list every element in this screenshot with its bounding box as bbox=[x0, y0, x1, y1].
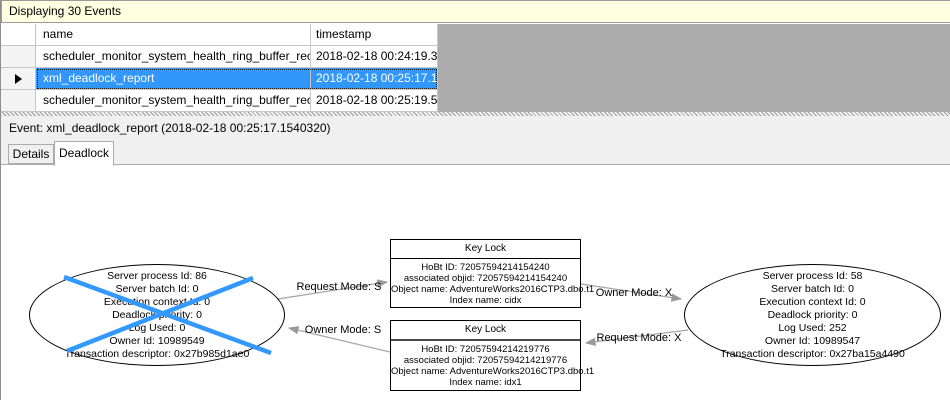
row-selector-cell[interactable] bbox=[1, 90, 36, 112]
resource-node-keylock-cidx[interactable]: Key Lock HoBt ID: 72057594214154240 asso… bbox=[390, 239, 595, 308]
event-timestamp-cell[interactable]: 2018-02-18 00:25:19.5276859 bbox=[311, 90, 438, 112]
process-line: Server batch Id: 0 bbox=[115, 282, 199, 295]
process-line: Transaction descriptor: 0x27b985d1ae0 bbox=[64, 347, 250, 360]
events-count-label: Displaying 30 Events bbox=[9, 4, 122, 18]
process-node[interactable]: Server process Id: 58 Server batch Id: 0… bbox=[684, 264, 941, 366]
process-line: Transaction descriptor: 0x27ba15a4490 bbox=[720, 347, 905, 360]
process-line: Server process Id: 58 bbox=[762, 269, 863, 282]
resource-node-keylock-idx1[interactable]: Key Lock HoBt ID: 72057594214219776 asso… bbox=[390, 320, 595, 391]
process-line: Log Used: 252 bbox=[778, 321, 847, 334]
resource-line: HoBt ID: 72057594214219776 bbox=[421, 344, 550, 355]
table-row[interactable]: scheduler_monitor_system_health_ring_buf… bbox=[1, 90, 950, 112]
process-node-victim[interactable]: Server process Id: 86 Server batch Id: 0… bbox=[29, 264, 285, 366]
events-grid: name timestamp scheduler_monitor_system_… bbox=[1, 24, 950, 112]
process-line: Execution context Id: 0 bbox=[103, 295, 211, 308]
events-count-bar: Displaying 30 Events bbox=[1, 0, 950, 23]
resource-title: Key Lock bbox=[391, 240, 580, 259]
resource-line: HoBt ID: 72057594214154240 bbox=[421, 262, 550, 273]
selected-event-label: Event: xml_deadlock_report (2018-02-18 0… bbox=[9, 121, 331, 135]
resource-line: Object name: AdventureWorks2016CTP3.dbo.… bbox=[391, 366, 595, 377]
column-header-timestamp[interactable]: timestamp bbox=[311, 24, 438, 46]
process-line: Server process Id: 86 bbox=[107, 269, 207, 282]
process-line: Deadlock priority: 0 bbox=[112, 308, 202, 321]
row-selector-cell[interactable] bbox=[1, 46, 36, 68]
row-selector-cell[interactable] bbox=[1, 68, 36, 90]
table-row[interactable]: scheduler_monitor_system_health_ring_buf… bbox=[1, 46, 950, 68]
event-name-cell[interactable]: scheduler_monitor_system_health_ring_buf… bbox=[36, 90, 311, 112]
column-header-name[interactable]: name bbox=[36, 24, 311, 46]
row-selector-header bbox=[1, 24, 36, 46]
event-timestamp-cell[interactable]: 2018-02-18 00:25:17.1540320 bbox=[311, 68, 438, 90]
process-line: Execution context Id: 0 bbox=[759, 295, 866, 308]
resource-line: Index name: cidx bbox=[449, 295, 522, 306]
current-row-arrow-icon bbox=[14, 73, 22, 84]
resource-line: associated objid: 72057594214154240 bbox=[403, 273, 568, 284]
selected-event-bar: Event: xml_deadlock_report (2018-02-18 0… bbox=[1, 116, 950, 140]
tab-details[interactable]: Details bbox=[8, 144, 54, 164]
pane-splitter[interactable] bbox=[1, 112, 950, 116]
process-line: Server batch Id: 0 bbox=[771, 282, 854, 295]
process-line: Owner Id: 10989549 bbox=[109, 334, 205, 347]
resource-title: Key Lock bbox=[391, 321, 580, 341]
tab-deadlock[interactable]: Deadlock bbox=[54, 141, 114, 166]
resource-line: Index name: idx1 bbox=[449, 377, 522, 388]
event-name-cell[interactable]: xml_deadlock_report bbox=[36, 68, 311, 90]
detail-tabstrip: Details Deadlock bbox=[1, 140, 950, 166]
process-line: Owner Id: 10989547 bbox=[764, 334, 861, 347]
resource-line: Object name: AdventureWorks2016CTP3.dbo.… bbox=[391, 284, 595, 295]
event-timestamp-cell[interactable]: 2018-02-18 00:24:19.3516078 bbox=[311, 46, 438, 68]
table-row-selected[interactable]: xml_deadlock_report 2018-02-18 00:25:17.… bbox=[1, 68, 950, 90]
process-line: Deadlock priority: 0 bbox=[767, 308, 858, 321]
process-line: Log Used: 0 bbox=[128, 321, 186, 334]
resource-line: associated objid: 72057594214219776 bbox=[403, 355, 568, 366]
event-name-cell[interactable]: scheduler_monitor_system_health_ring_buf… bbox=[36, 46, 311, 68]
grid-header-row: name timestamp bbox=[1, 24, 950, 46]
